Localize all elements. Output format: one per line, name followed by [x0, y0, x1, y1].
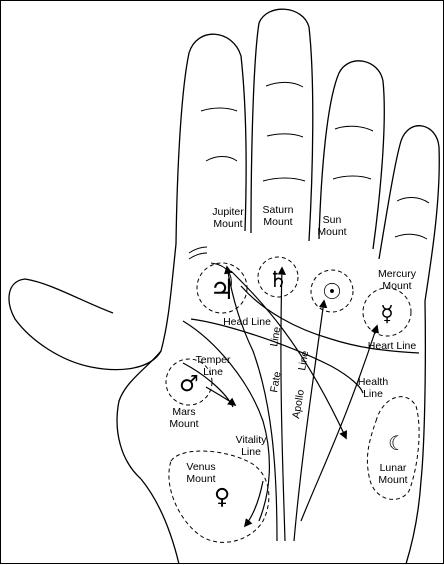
hand-outline — [8, 8, 440, 565]
lunar-mount-outline — [366, 396, 420, 500]
mercury-mount-circle — [362, 287, 412, 337]
sun-symbol-icon: ☉ — [322, 280, 342, 305]
health-line-label-1: Health — [358, 376, 389, 388]
jupiter-mount-label-2: Mount — [213, 218, 242, 230]
apollo-line-arrow — [293, 299, 328, 542]
sun-mount-label-1: Sun — [323, 214, 342, 226]
health-line-arrow — [300, 324, 379, 522]
heart-line-label: Heart Line — [368, 340, 417, 352]
sun-mount-label-2: Mount — [317, 226, 346, 238]
mars-mount-label-2: Mount — [169, 418, 198, 430]
saturn-mount-label-1: Saturn — [263, 204, 294, 216]
fate-line-label-2: Line — [268, 326, 283, 348]
venus-vitality-arrow — [243, 480, 264, 528]
vitality-line-label-1: Vitality — [236, 434, 267, 446]
saturn-mount-circle — [257, 256, 299, 298]
lunar-mount-label-1: Lunar — [380, 462, 407, 474]
temper-line-label-1: Temper — [195, 354, 231, 366]
mount-labels: Jupiter Mount Saturn Mount Sun Mount Mer… — [169, 204, 416, 486]
temper-line-label-2: Line — [203, 366, 223, 378]
vitality-line-label-2: Line — [241, 446, 261, 458]
mars-symbol-icon: ♂ — [179, 372, 199, 397]
health-line-label-2: Line — [363, 388, 383, 400]
arrow-lines — [205, 265, 379, 542]
jupiter-to-health-arrow — [230, 270, 347, 440]
mercury-symbol-icon: ☿ — [380, 302, 394, 327]
saturn-symbol-icon: ♄ — [268, 268, 288, 293]
apollo-line-label-2: Line — [296, 350, 311, 372]
heart-line — [240, 285, 420, 354]
vitality-line-arrow — [224, 265, 278, 542]
mars-mount-label-1: Mars — [172, 406, 195, 418]
venus-mount-outline — [168, 450, 270, 543]
fate-line-arrow — [277, 266, 287, 542]
venus-mount-label-1: Venus — [186, 461, 215, 473]
fate-line-label-1: Fate — [268, 371, 283, 394]
sun-mount-circle — [310, 269, 354, 313]
finger-creases — [188, 81, 430, 288]
planet-symbols: ♃ ♄ ☉ ☿ ♂ ♀ ☾ — [179, 268, 406, 510]
jupiter-mount-label-1: Jupiter — [212, 206, 244, 218]
saturn-mount-label-2: Mount — [263, 216, 292, 228]
mercury-mount-label-2: Mount — [382, 280, 411, 292]
venus-symbol-icon: ♀ — [214, 485, 230, 510]
life-line — [182, 320, 270, 522]
apollo-line-label-1: Apollo — [290, 389, 307, 420]
jupiter-symbol-icon: ♃ — [209, 273, 234, 306]
mercury-mount-label-1: Mercury — [378, 268, 417, 280]
line-labels: Heart Line Head Line Temper Line Vitalit… — [195, 316, 416, 458]
temper-arrow — [205, 386, 237, 407]
moon-symbol-icon: ☾ — [388, 431, 406, 455]
head-line-label: Head Line — [223, 316, 271, 328]
lunar-mount-label-2: Mount — [378, 474, 407, 486]
venus-mount-label-2: Mount — [186, 473, 215, 485]
